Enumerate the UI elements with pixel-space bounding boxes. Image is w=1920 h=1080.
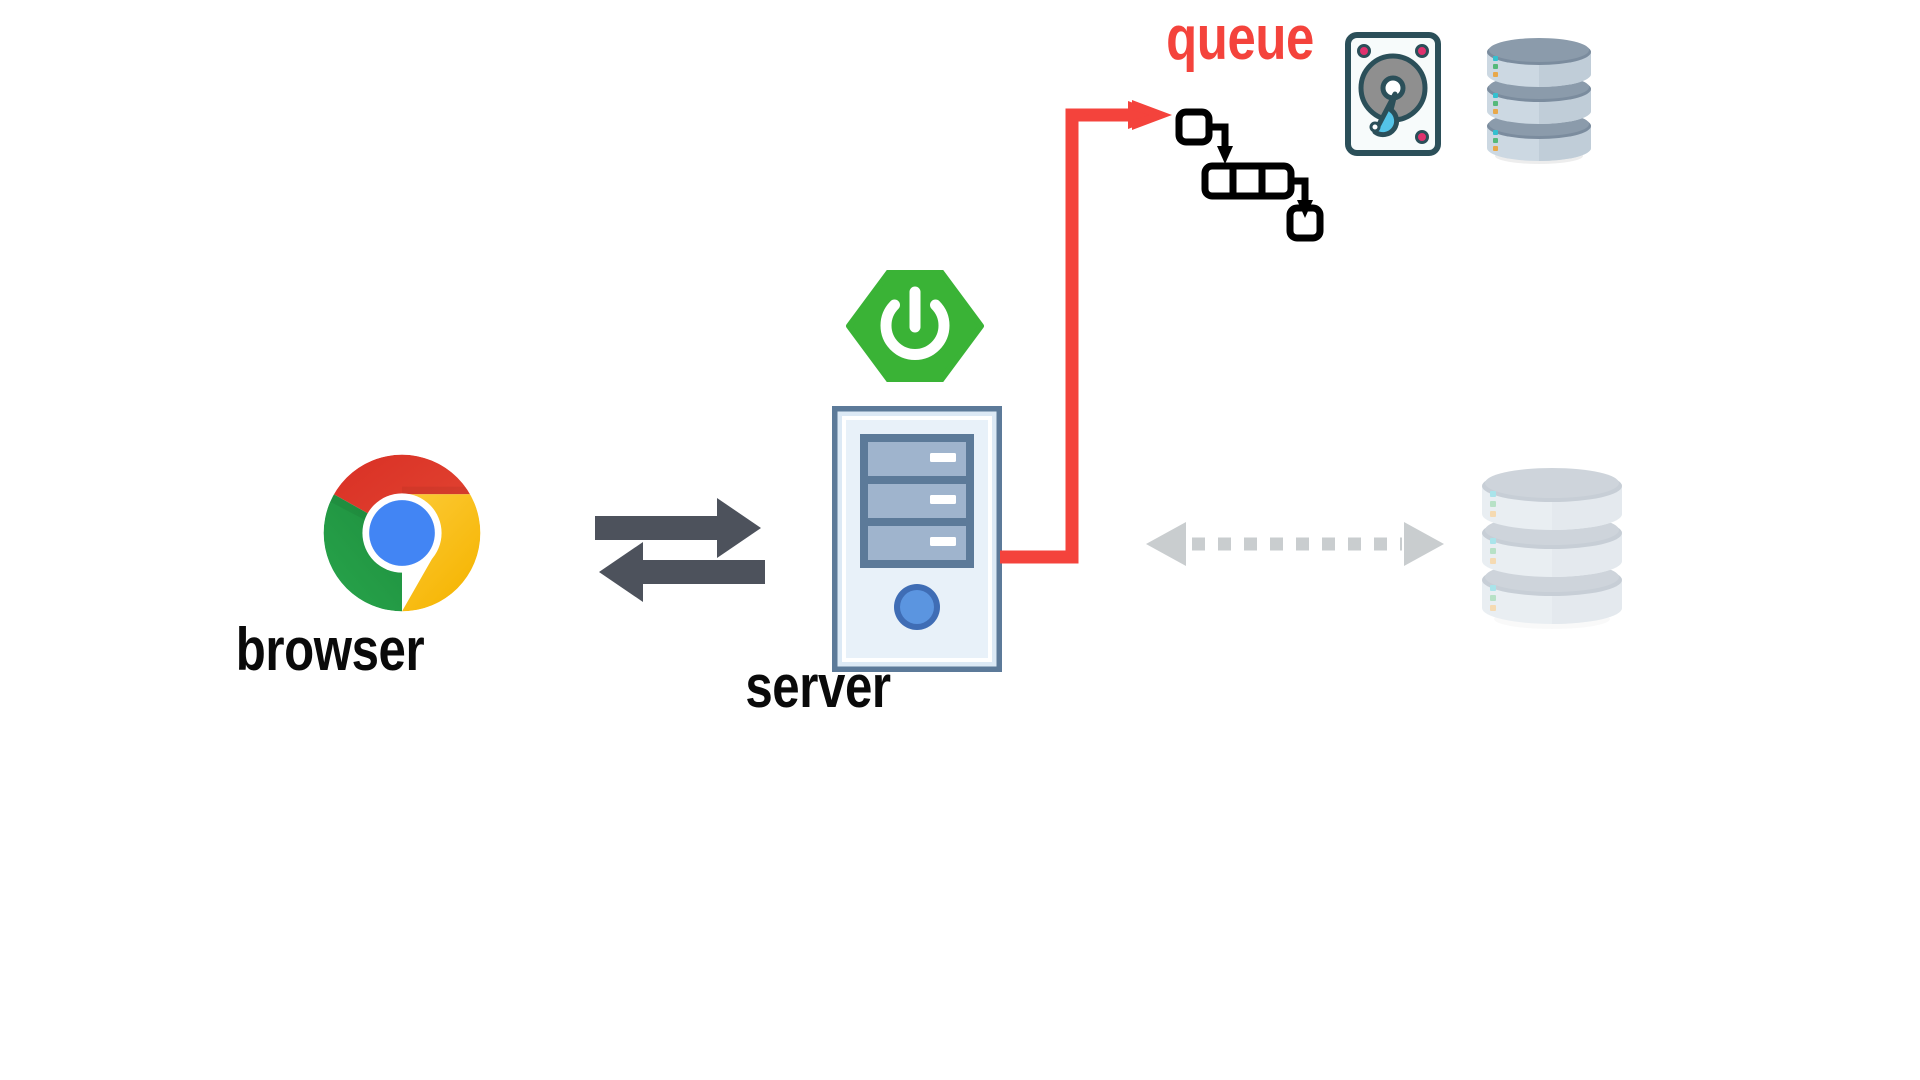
database-stack-faded-icon (1472, 452, 1632, 632)
queue-boxes-icon (1175, 108, 1335, 243)
bidirectional-exchange-arrows-icon (595, 490, 765, 610)
chrome-browser-icon[interactable] (322, 453, 482, 613)
red-flow-arrow (993, 100, 1185, 570)
hard-disk-drive-icon (1345, 32, 1441, 156)
database-stack-icon (1480, 26, 1598, 166)
browser-label: browser (235, 616, 425, 683)
server-tower-icon[interactable] (830, 404, 1004, 674)
dashed-bidirectional-arrow (1140, 520, 1450, 568)
queue-label: queue (1166, 4, 1314, 73)
spring-boot-logo-icon (845, 269, 985, 383)
server-label: server (745, 653, 891, 720)
